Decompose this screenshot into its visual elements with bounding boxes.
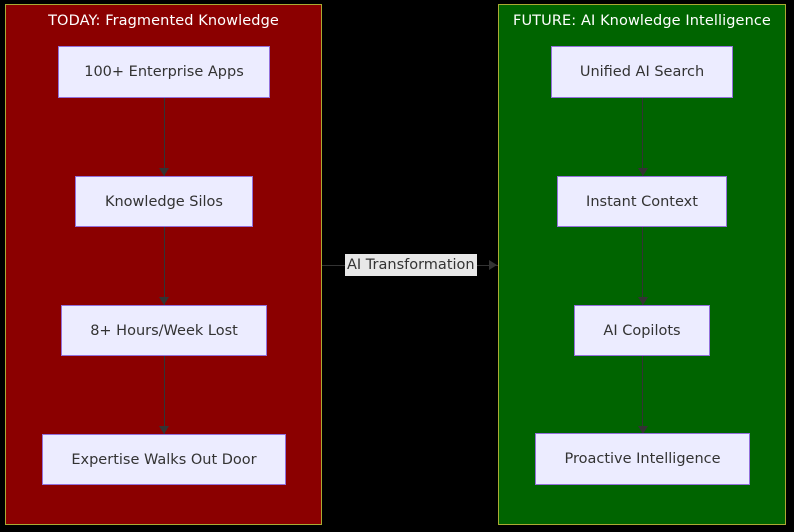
node-future-proactive-intelligence[interactable]: Proactive Intelligence — [535, 433, 750, 485]
node-today-enterprise-apps[interactable]: 100+ Enterprise Apps — [58, 46, 270, 98]
edge-today-3-4-line — [163, 356, 165, 434]
edge-future-3-4-line — [641, 356, 644, 434]
edge-future-2-3-arrow — [637, 297, 648, 305]
cross-edge-label: AI Transformation — [345, 254, 477, 276]
node-future-ai-copilots-label: AI Copilots — [603, 322, 681, 339]
node-future-ai-copilots[interactable]: AI Copilots — [574, 305, 710, 356]
node-today-knowledge-silos[interactable]: Knowledge Silos — [75, 176, 253, 227]
edge-future-2-3-line — [641, 227, 644, 305]
edge-today-1-2-arrow — [159, 168, 170, 176]
node-future-instant-context[interactable]: Instant Context — [557, 176, 727, 227]
node-future-instant-context-label: Instant Context — [586, 193, 698, 210]
node-future-proactive-intelligence-label: Proactive Intelligence — [564, 451, 721, 467]
node-future-unified-ai-search[interactable]: Unified AI Search — [551, 46, 733, 98]
edge-today-1-2-line — [163, 98, 165, 176]
node-today-enterprise-apps-label: 100+ Enterprise Apps — [84, 64, 244, 80]
node-today-hours-lost[interactable]: 8+ Hours/Week Lost — [61, 305, 267, 356]
edge-today-2-3-line — [163, 227, 165, 305]
edge-future-1-2-arrow — [637, 168, 648, 176]
cross-edge-arrow — [489, 260, 497, 270]
node-today-knowledge-silos-label: Knowledge Silos — [104, 193, 223, 210]
node-today-expertise-walks-out-label: Expertise Walks Out Door — [71, 451, 257, 468]
edge-today-3-4-arrow — [159, 426, 170, 434]
node-future-unified-ai-search-label: Unified AI Search — [579, 64, 705, 80]
edge-future-1-2-line — [641, 98, 644, 176]
edge-future-3-4-arrow — [637, 426, 648, 434]
node-today-expertise-walks-out[interactable]: Expertise Walks Out Door — [42, 434, 286, 485]
edge-today-2-3-arrow — [159, 297, 170, 305]
subgraph-future-title: FUTURE: AI Knowledge Intelligence — [513, 13, 771, 29]
subgraph-today-title: TODAY: Fragmented Knowledge — [48, 13, 279, 29]
node-today-hours-lost-label: 8+ Hours/Week Lost — [90, 322, 238, 339]
